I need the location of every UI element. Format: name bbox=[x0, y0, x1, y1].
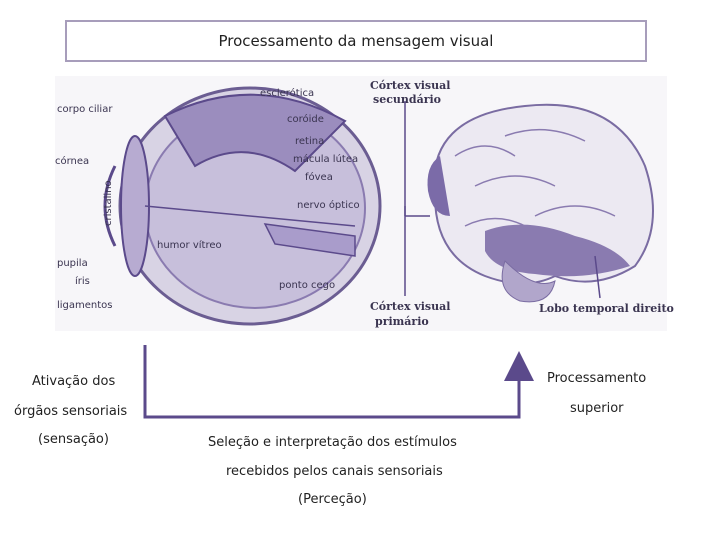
middle-text-line2: recebidos pelos canais sensoriais bbox=[226, 464, 443, 479]
left-text-line3: (sensação) bbox=[38, 432, 109, 447]
title-box: Processamento da mensagem visual bbox=[65, 20, 647, 62]
label-nervo-optico: nervo óptico bbox=[297, 200, 360, 211]
label-lobo-temporal: Lobo temporal direito bbox=[539, 302, 674, 315]
label-cornea: córnea bbox=[55, 156, 90, 167]
right-text-line1: Processamento bbox=[547, 371, 647, 386]
middle-text-line1: Seleção e interpretação dos estímulos bbox=[208, 435, 457, 450]
label-cortex-secundario-1: Córtex visual bbox=[370, 79, 451, 92]
label-cortex-primario-2: primário bbox=[375, 315, 429, 328]
flow-arrow bbox=[143, 345, 534, 419]
label-retina: retina bbox=[295, 136, 325, 147]
label-ligamentos: ligamentos bbox=[57, 300, 113, 311]
label-iris: íris bbox=[75, 276, 90, 287]
left-text-line2: órgãos sensoriais bbox=[14, 404, 128, 419]
page-title: Processamento da mensagem visual bbox=[218, 32, 494, 50]
anatomy-illustration bbox=[103, 86, 654, 326]
brain-illustration bbox=[404, 101, 654, 303]
label-corpo-ciliar: corpo ciliar bbox=[57, 104, 113, 115]
label-cortex-secundario-2: secundário bbox=[373, 93, 442, 106]
middle-text-line3: (Perceção) bbox=[298, 492, 367, 507]
label-cortex-primario-1: Córtex visual bbox=[370, 300, 451, 313]
label-coroide: coróide bbox=[287, 114, 324, 125]
label-pupila: pupila bbox=[57, 258, 88, 269]
eye-illustration bbox=[103, 86, 382, 326]
left-text-line1: Ativação dos bbox=[32, 374, 116, 389]
anatomy-figure: corpo ciliar córnea cristalino pupila ír… bbox=[55, 76, 674, 331]
label-fovea: fóvea bbox=[305, 172, 333, 183]
label-esclerotica: esclerótica bbox=[260, 88, 315, 99]
label-macula-lutea: mácula lútea bbox=[293, 154, 359, 165]
right-text-line2: superior bbox=[570, 401, 624, 416]
label-ponto-cego: ponto cego bbox=[279, 280, 336, 291]
label-humor-vitreo: humor vítreo bbox=[157, 240, 222, 251]
